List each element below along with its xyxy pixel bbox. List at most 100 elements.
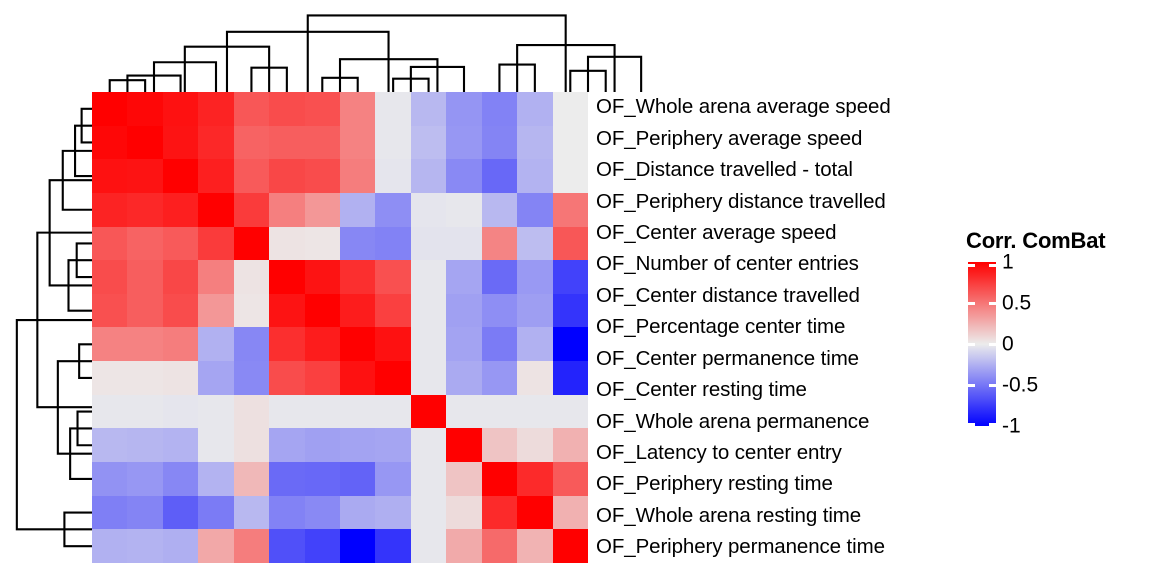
heatmap-cell <box>446 125 482 160</box>
heatmap-cell <box>375 462 411 496</box>
heatmap-cell <box>446 394 482 429</box>
heatmap-cell <box>198 293 234 328</box>
heatmap-cell <box>375 428 411 463</box>
heatmap-cell <box>339 92 376 126</box>
heatmap-cell <box>446 361 482 395</box>
heatmap-cell <box>375 159 411 193</box>
row-label: OF_Center average speed <box>596 221 837 245</box>
heatmap-cell <box>517 495 553 530</box>
column-dendrogram <box>92 6 643 92</box>
heatmap-cell <box>339 495 376 530</box>
row-label: OF_Periphery permanence time <box>596 535 885 559</box>
legend-tick-mark <box>989 342 996 346</box>
legend-tick-label: 0.5 <box>1002 291 1032 315</box>
heatmap-cell <box>446 260 482 294</box>
heatmap-cell <box>410 293 447 328</box>
heatmap-cell <box>410 495 447 530</box>
heatmap-cell <box>127 428 163 463</box>
heatmap-cell <box>127 394 163 429</box>
heatmap-cell <box>517 428 553 463</box>
heatmap-cell <box>92 159 128 193</box>
heatmap-cell <box>233 495 270 530</box>
row-label: OF_Percentage center time <box>596 315 846 339</box>
heatmap-cell <box>304 125 340 160</box>
heatmap-cell <box>375 260 411 294</box>
heatmap-cell <box>269 462 305 496</box>
legend-tick-label: 1 <box>1002 250 1014 274</box>
heatmap-cell <box>410 394 447 429</box>
heatmap-cell <box>552 529 588 563</box>
row-dendrogram <box>4 92 92 563</box>
heatmap-cell <box>552 394 588 429</box>
heatmap-cell <box>481 125 518 160</box>
heatmap-cell <box>517 394 553 429</box>
heatmap-cell <box>127 327 163 362</box>
heatmap-cell <box>198 495 234 530</box>
heatmap-cell <box>198 327 234 362</box>
heatmap-cell <box>375 92 411 126</box>
heatmap-cell <box>375 192 411 227</box>
heatmap-cell <box>375 529 411 563</box>
heatmap-cell <box>269 293 305 328</box>
heatmap-cell <box>552 495 588 530</box>
heatmap-cell <box>481 529 518 563</box>
row-label: OF_Periphery average speed <box>596 126 863 150</box>
heatmap-cell <box>162 125 199 160</box>
heatmap-cell <box>269 226 305 261</box>
heatmap-cell <box>127 125 163 160</box>
heatmap-cell <box>481 260 518 294</box>
heatmap-cell <box>92 125 128 160</box>
heatmap-cell <box>269 192 305 227</box>
heatmap-cell <box>517 529 553 563</box>
heatmap-cell <box>269 361 305 395</box>
heatmap-cell <box>446 192 482 227</box>
heatmap-cell <box>92 361 128 395</box>
row-label: OF_Whole arena permanence <box>596 409 870 433</box>
heatmap-cell <box>233 192 270 227</box>
heatmap-cell <box>481 428 518 463</box>
heatmap-cell <box>304 293 340 328</box>
legend-tick-mark <box>989 383 996 387</box>
heatmap-cell <box>269 529 305 563</box>
heatmap-cell <box>198 226 234 261</box>
heatmap-cell <box>339 394 376 429</box>
row-label: OF_Center distance travelled <box>596 283 860 307</box>
heatmap-cell <box>410 327 447 362</box>
heatmap-cell <box>269 327 305 362</box>
heatmap-cell <box>162 462 199 496</box>
heatmap-cell <box>92 260 128 294</box>
heatmap-matrix <box>92 92 588 563</box>
heatmap-cell <box>410 462 447 496</box>
heatmap-cell <box>92 293 128 328</box>
heatmap-cell <box>304 428 340 463</box>
heatmap-cell <box>233 293 270 328</box>
heatmap-cell <box>127 226 163 261</box>
heatmap-cell <box>162 529 199 563</box>
heatmap-cell <box>375 394 411 429</box>
heatmap-cell <box>162 361 199 395</box>
heatmap-cell <box>198 125 234 160</box>
row-label: OF_Number of center entries <box>596 252 859 276</box>
heatmap-cell <box>269 495 305 530</box>
heatmap-cell <box>304 462 340 496</box>
legend-tick-mark <box>968 383 975 387</box>
heatmap-cell <box>304 394 340 429</box>
heatmap-cell <box>198 92 234 126</box>
heatmap-cell <box>552 226 588 261</box>
heatmap-cell <box>233 92 270 126</box>
heatmap-cell <box>410 529 447 563</box>
heatmap-cell <box>339 529 376 563</box>
row-label: OF_Center resting time <box>596 378 807 402</box>
heatmap-cell <box>446 92 482 126</box>
heatmap-cell <box>517 192 553 227</box>
legend-tick-mark <box>989 301 996 305</box>
heatmap-cell <box>304 192 340 227</box>
row-label: OF_Periphery distance travelled <box>596 189 886 213</box>
row-label: OF_Center permanence time <box>596 346 859 370</box>
heatmap-cell <box>410 125 447 160</box>
heatmap-cell <box>92 226 128 261</box>
heatmap-cell <box>339 125 376 160</box>
heatmap-cell <box>375 293 411 328</box>
heatmap-cell <box>233 226 270 261</box>
